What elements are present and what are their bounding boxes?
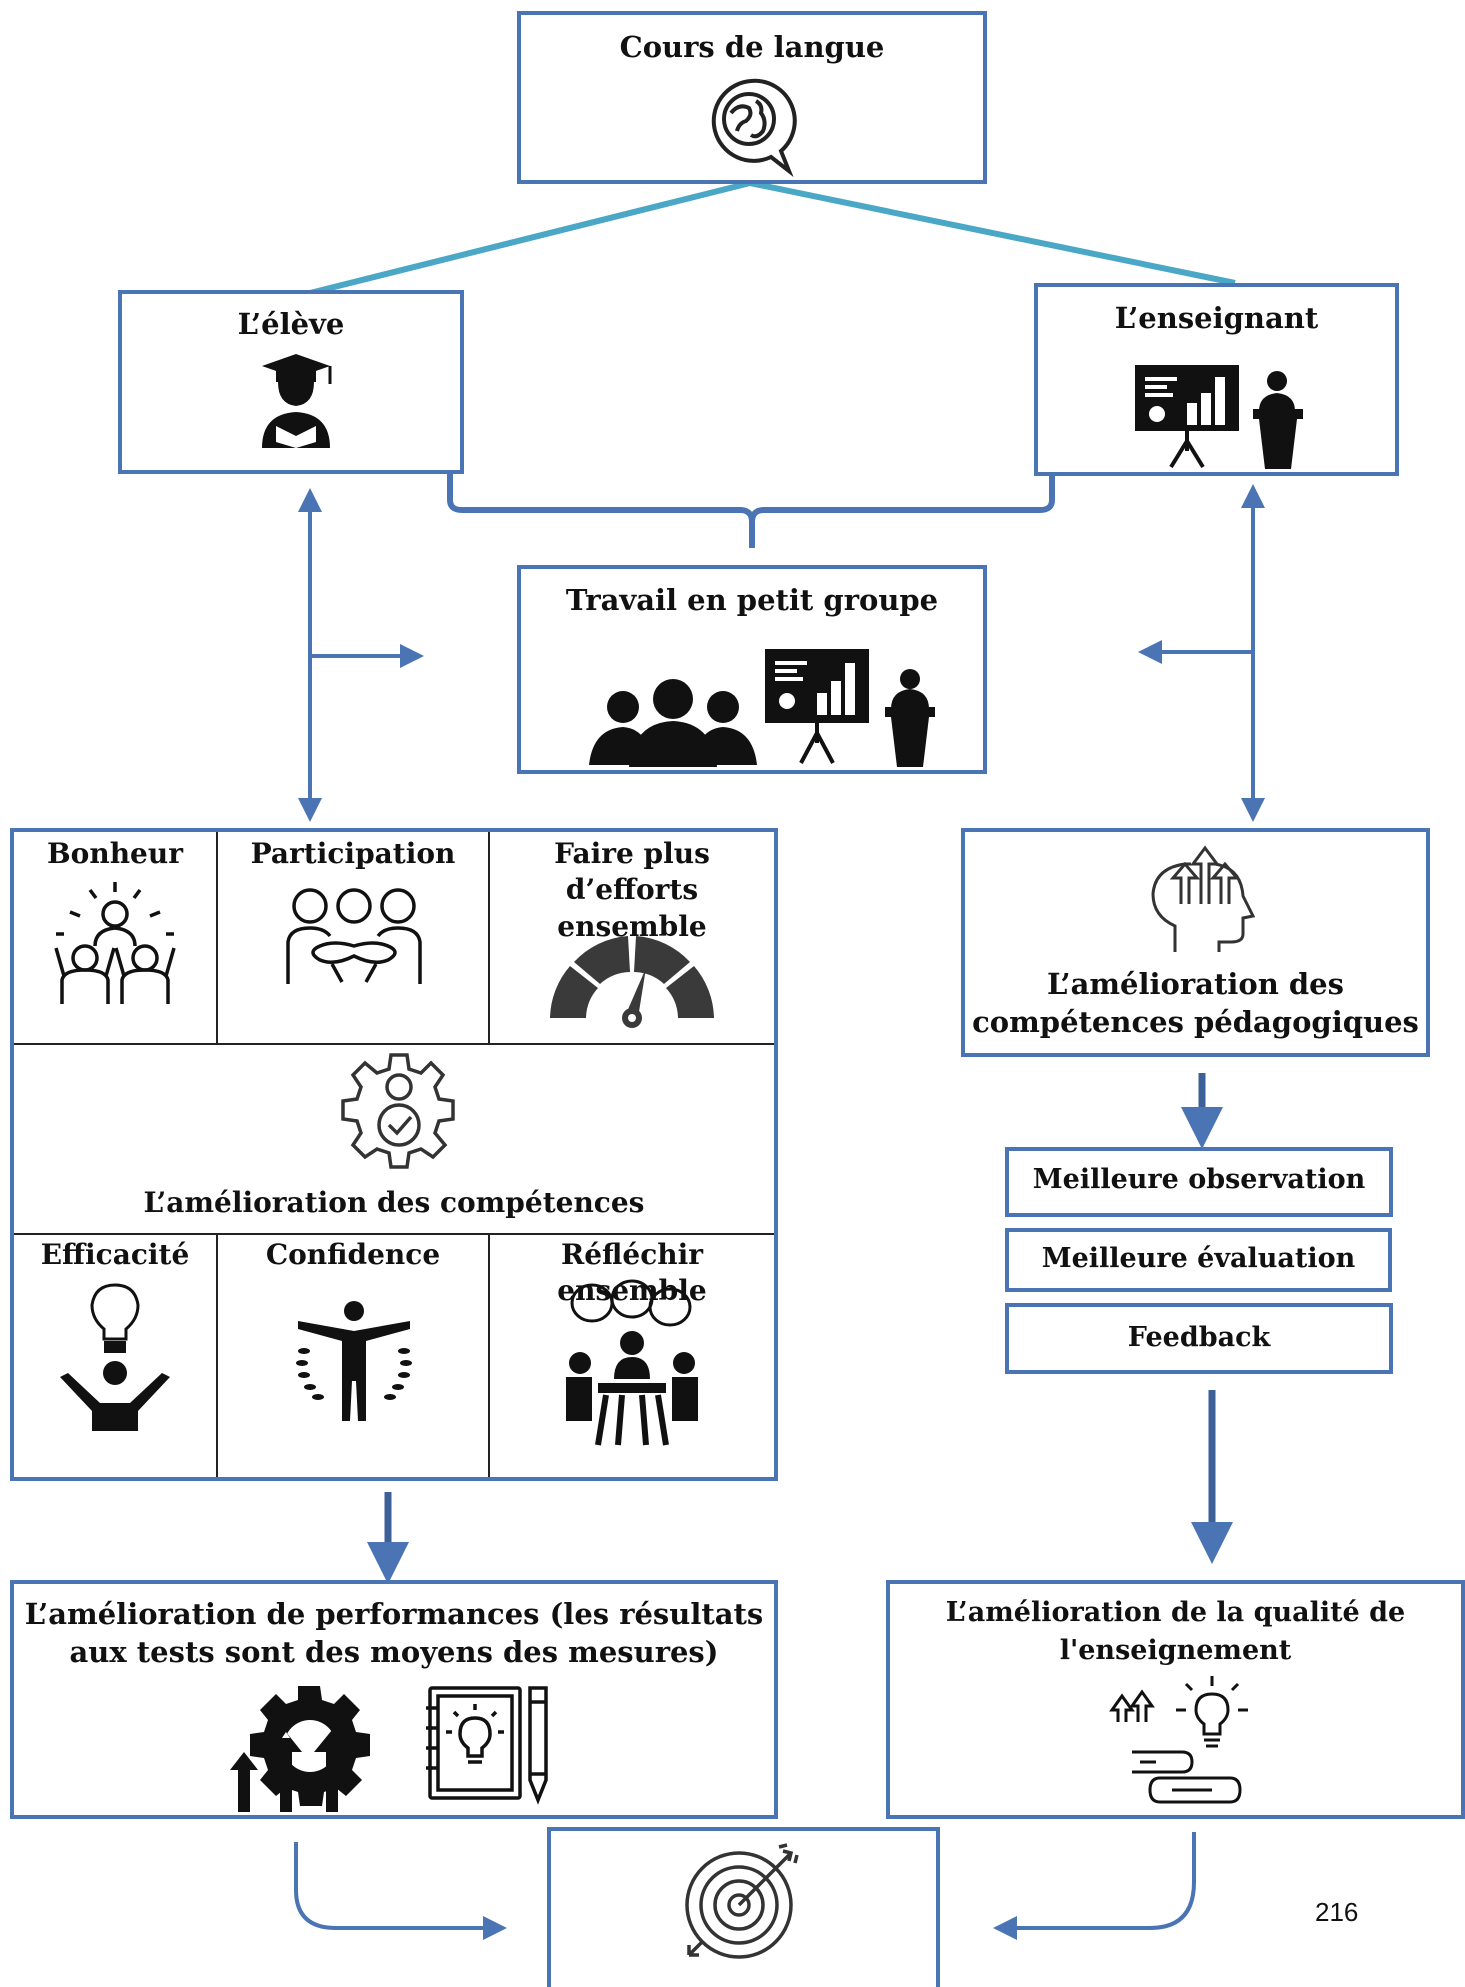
gear-arrows-growth-icon [230, 1686, 370, 1812]
head-arrows-up-icon [1151, 845, 1256, 952]
node-teacher-title: L’enseignant [1114, 301, 1319, 335]
connector-course-student [309, 180, 751, 296]
node-group-work: Travail en petit groupe [517, 565, 987, 774]
team-discussion-icon [566, 1279, 698, 1446]
cell-efficiency: Efficacité [14, 1235, 218, 1477]
node-performance-title-line1: L’amélioration de performances (les résu… [24, 1597, 764, 1631]
node-performance-title-line2: aux tests sont des moyens des mesures) [69, 1635, 719, 1669]
brace-student-teacher-group [447, 472, 1055, 548]
node-observation-title: Meilleure observation [1032, 1164, 1366, 1195]
cell-think-together: Réfléchir ensemble [490, 1235, 774, 1477]
node-student-title: L’élève [237, 307, 345, 341]
cell-happiness: Bonheur [14, 832, 218, 1045]
speedometer-gauge-icon [550, 936, 714, 1028]
notebook-lightbulb-pen-icon [426, 1686, 548, 1805]
node-evaluation-title: Meilleure évaluation [1041, 1243, 1356, 1274]
node-teacher: L’enseignant [1034, 283, 1399, 476]
node-course-title: Cours de langue [619, 30, 885, 64]
cell-think-together-title: Réfléchir ensemble [557, 1238, 707, 1308]
person-laurel-icon [296, 1301, 412, 1421]
cell-participation: Participation [218, 832, 490, 1045]
arrow-quality-to-target [993, 1832, 1196, 1940]
cell-efforts-title: Faire plus d’efforts ensemble [554, 837, 710, 943]
skills-grid: Bonheur Participation [10, 828, 778, 1481]
node-teaching-quality: L’amélioration de la qualité de l'enseig… [886, 1580, 1465, 1819]
graduate-student-icon [262, 354, 332, 448]
group-people-icon [589, 679, 757, 767]
node-teaching-quality-title-line1: L’amélioration de la qualité de [945, 1597, 1406, 1628]
cell-confidence: Confidence [218, 1235, 490, 1477]
node-feedback-title: Feedback [1127, 1322, 1271, 1353]
happy-people-icon [54, 882, 176, 1004]
globe-speech-icon [711, 78, 797, 178]
node-teaching-skills-title-line1: L’amélioration des [1047, 967, 1344, 1001]
connector-course-teacher [749, 180, 1236, 286]
node-teaching-skills: L’amélioration des compétences pédagogiq… [961, 828, 1430, 1057]
arrow-performance-to-target [294, 1842, 507, 1940]
node-performance: L’amélioration de performances (les résu… [10, 1580, 778, 1819]
presentation-board-icon [765, 649, 869, 764]
cell-happiness-title: Bonheur [47, 837, 183, 870]
cell-efficiency-title: Efficacité [40, 1238, 190, 1271]
node-group-work-title: Travail en petit groupe [565, 583, 939, 617]
node-observation: Meilleure observation [1005, 1147, 1393, 1217]
books-lightbulb-arrows-icon [1109, 1676, 1248, 1804]
node-evaluation: Meilleure évaluation [1005, 1228, 1392, 1292]
node-teaching-skills-title-line2: compétences pédagogiques [972, 1005, 1419, 1039]
node-teaching-quality-title-line2: l'enseignement [1059, 1635, 1292, 1666]
person-lightbulb-icon [60, 1283, 170, 1431]
people-hugging-icon [286, 888, 422, 984]
cell-skills-improvement: L’amélioration des compétences [14, 1045, 774, 1235]
node-course: Cours de langue [517, 11, 987, 184]
cell-confidence-title: Confidence [265, 1238, 441, 1271]
speaker-podium-icon [885, 669, 935, 767]
cell-participation-title: Participation [250, 837, 456, 870]
node-target [547, 1827, 940, 1987]
node-student: L’élève [118, 290, 464, 474]
cell-skills-improvement-title: L’amélioration des compétences [143, 1186, 645, 1219]
presentation-board-speaker-icon [1135, 365, 1303, 469]
node-feedback: Feedback [1005, 1303, 1393, 1374]
cell-efforts: Faire plus d’efforts ensemble [490, 832, 774, 1045]
page-number: 216 [1315, 1897, 1359, 1927]
gear-person-check-icon [341, 1053, 455, 1169]
target-arrow-icon [685, 1843, 799, 1959]
